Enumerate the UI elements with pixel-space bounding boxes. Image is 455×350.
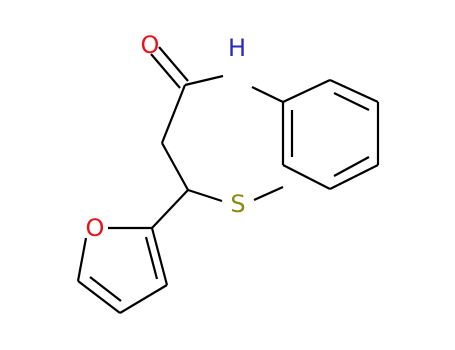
furan-bond-o-c5 [76, 237, 88, 282]
bond-ch-furan [151, 189, 189, 229]
bond-ch-s [187, 188, 223, 203]
benzene-bond-4 [329, 164, 379, 190]
benzene-bond-5 [282, 164, 331, 190]
bond-n-ring [251, 86, 284, 103]
oxygen-carbonyl-label: O [141, 31, 160, 59]
atom-labels: O H S O [86, 31, 246, 242]
benzene-bond-1 [282, 79, 331, 103]
furan-inner-1 [89, 276, 122, 302]
furan-bond-c3-c2 [150, 227, 169, 286]
oxygen-furan-label: O [86, 214, 105, 242]
bond-ch2-ch [161, 142, 189, 191]
furan-bond-c5-c4 [77, 280, 121, 314]
benzene-bond-2 [329, 79, 379, 103]
furan-bond-c4-c3 [119, 284, 168, 314]
furan-inner-2 [144, 236, 159, 280]
bond-c-n [184, 74, 224, 87]
sulfur-label: S [230, 190, 245, 218]
bond-lines [76, 46, 380, 314]
nitrogen-h-label: H [228, 34, 246, 62]
benzene-inner-1 [333, 92, 370, 111]
benzene-inner-2 [333, 156, 370, 177]
bond-carbonyl-1 [150, 53, 181, 89]
bond-s-ring [253, 185, 284, 202]
bond-carbonyl-2 [158, 46, 189, 82]
bond-c-ch2 [160, 84, 187, 144]
